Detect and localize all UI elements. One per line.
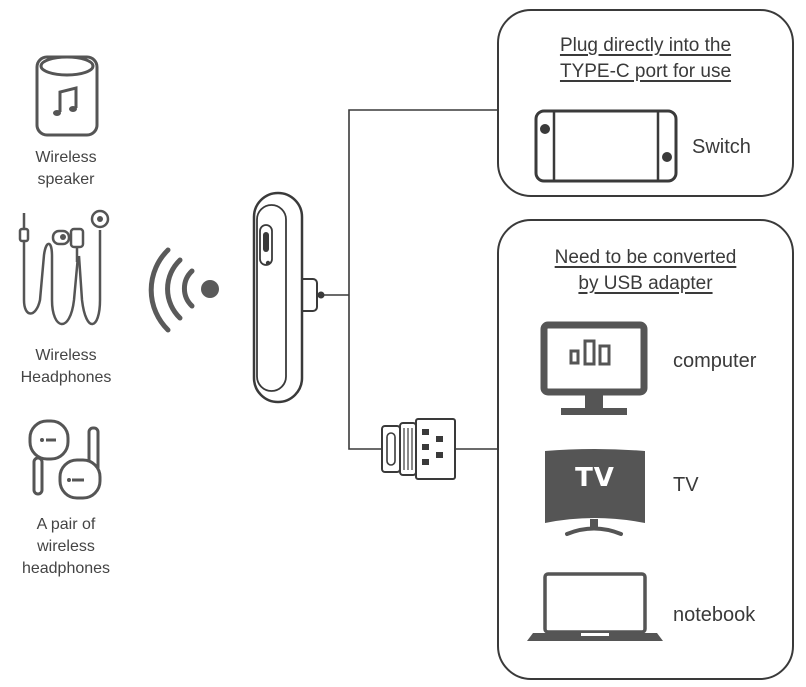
earbuds-label: A pair of wireless headphones: [0, 514, 132, 580]
earbuds-label-line-3: headphones: [21, 560, 111, 577]
connector-dot: [317, 291, 325, 299]
type-c-direct-panel: Plug directly into the TYPE-C port for u…: [497, 9, 794, 197]
speaker-label-line-2: speaker: [37, 171, 95, 188]
usb-title-line-1: Need to be converted: [554, 247, 737, 268]
headphones-label: Wireless Headphones: [0, 345, 132, 389]
speaker-icon: [35, 55, 99, 137]
earbuds-label-line-1: A pair of: [36, 516, 96, 533]
speaker-label: Wireless speaker: [0, 147, 132, 191]
computer-label: computer: [673, 350, 757, 372]
wired-headphones-icon: [18, 209, 110, 326]
tv-label: TV: [673, 474, 699, 496]
notebook-label: notebook: [673, 604, 756, 626]
earbuds-label-line-2: wireless: [37, 538, 95, 555]
headphones-label-line-2: Headphones: [20, 369, 112, 386]
type-c-title-line-1: Plug directly into the: [559, 35, 732, 56]
tv-icon: [545, 449, 645, 536]
usb-panel-title: Need to be converted by USB adapter: [499, 245, 792, 297]
earbuds-icon: [28, 419, 102, 500]
usb-title-line-2: by USB adapter: [578, 273, 713, 294]
type-c-panel-title: Plug directly into the TYPE-C port for u…: [499, 33, 792, 85]
usb-adapter-panel: Need to be converted by USB adapter TV c…: [497, 219, 794, 680]
speaker-label-line-1: Wireless: [35, 149, 97, 166]
notebook-icon: [527, 572, 663, 641]
type-c-title-line-2: TYPE-C port for use: [559, 61, 732, 82]
headphones-label-line-1: Wireless: [35, 347, 97, 364]
switch-label: Switch: [692, 136, 751, 158]
tv-screen-text: TV: [575, 463, 615, 493]
computer-icon: [540, 321, 648, 415]
connector-lines: [318, 109, 497, 450]
usb-devices-icons: [527, 321, 663, 641]
bluetooth-dongle-icon: [252, 191, 318, 404]
switch-icon: [534, 109, 678, 183]
wireless-signal-icon: [148, 247, 219, 333]
